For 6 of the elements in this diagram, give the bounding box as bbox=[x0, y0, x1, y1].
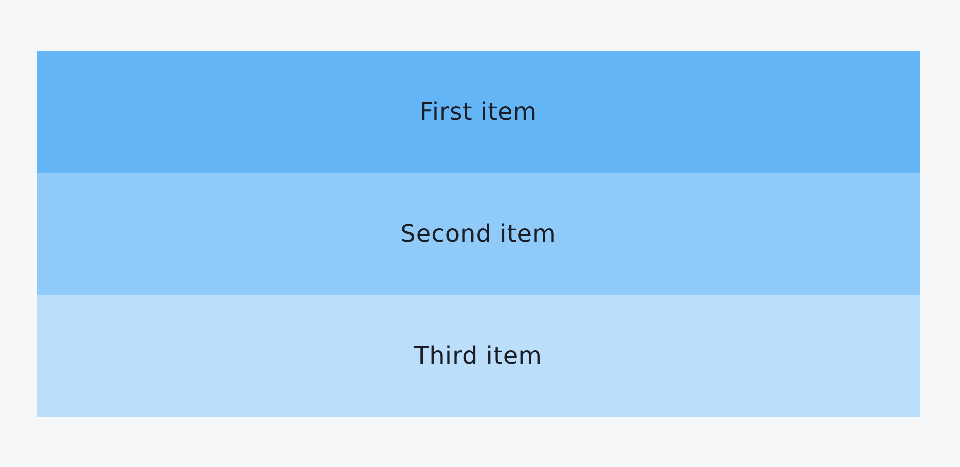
item-label: First item bbox=[420, 98, 538, 126]
item-label: Second item bbox=[400, 220, 556, 248]
list-row bbox=[37, 51, 920, 173]
item-label: Third item bbox=[414, 342, 543, 370]
list-row bbox=[37, 295, 920, 417]
list-row bbox=[37, 173, 920, 295]
